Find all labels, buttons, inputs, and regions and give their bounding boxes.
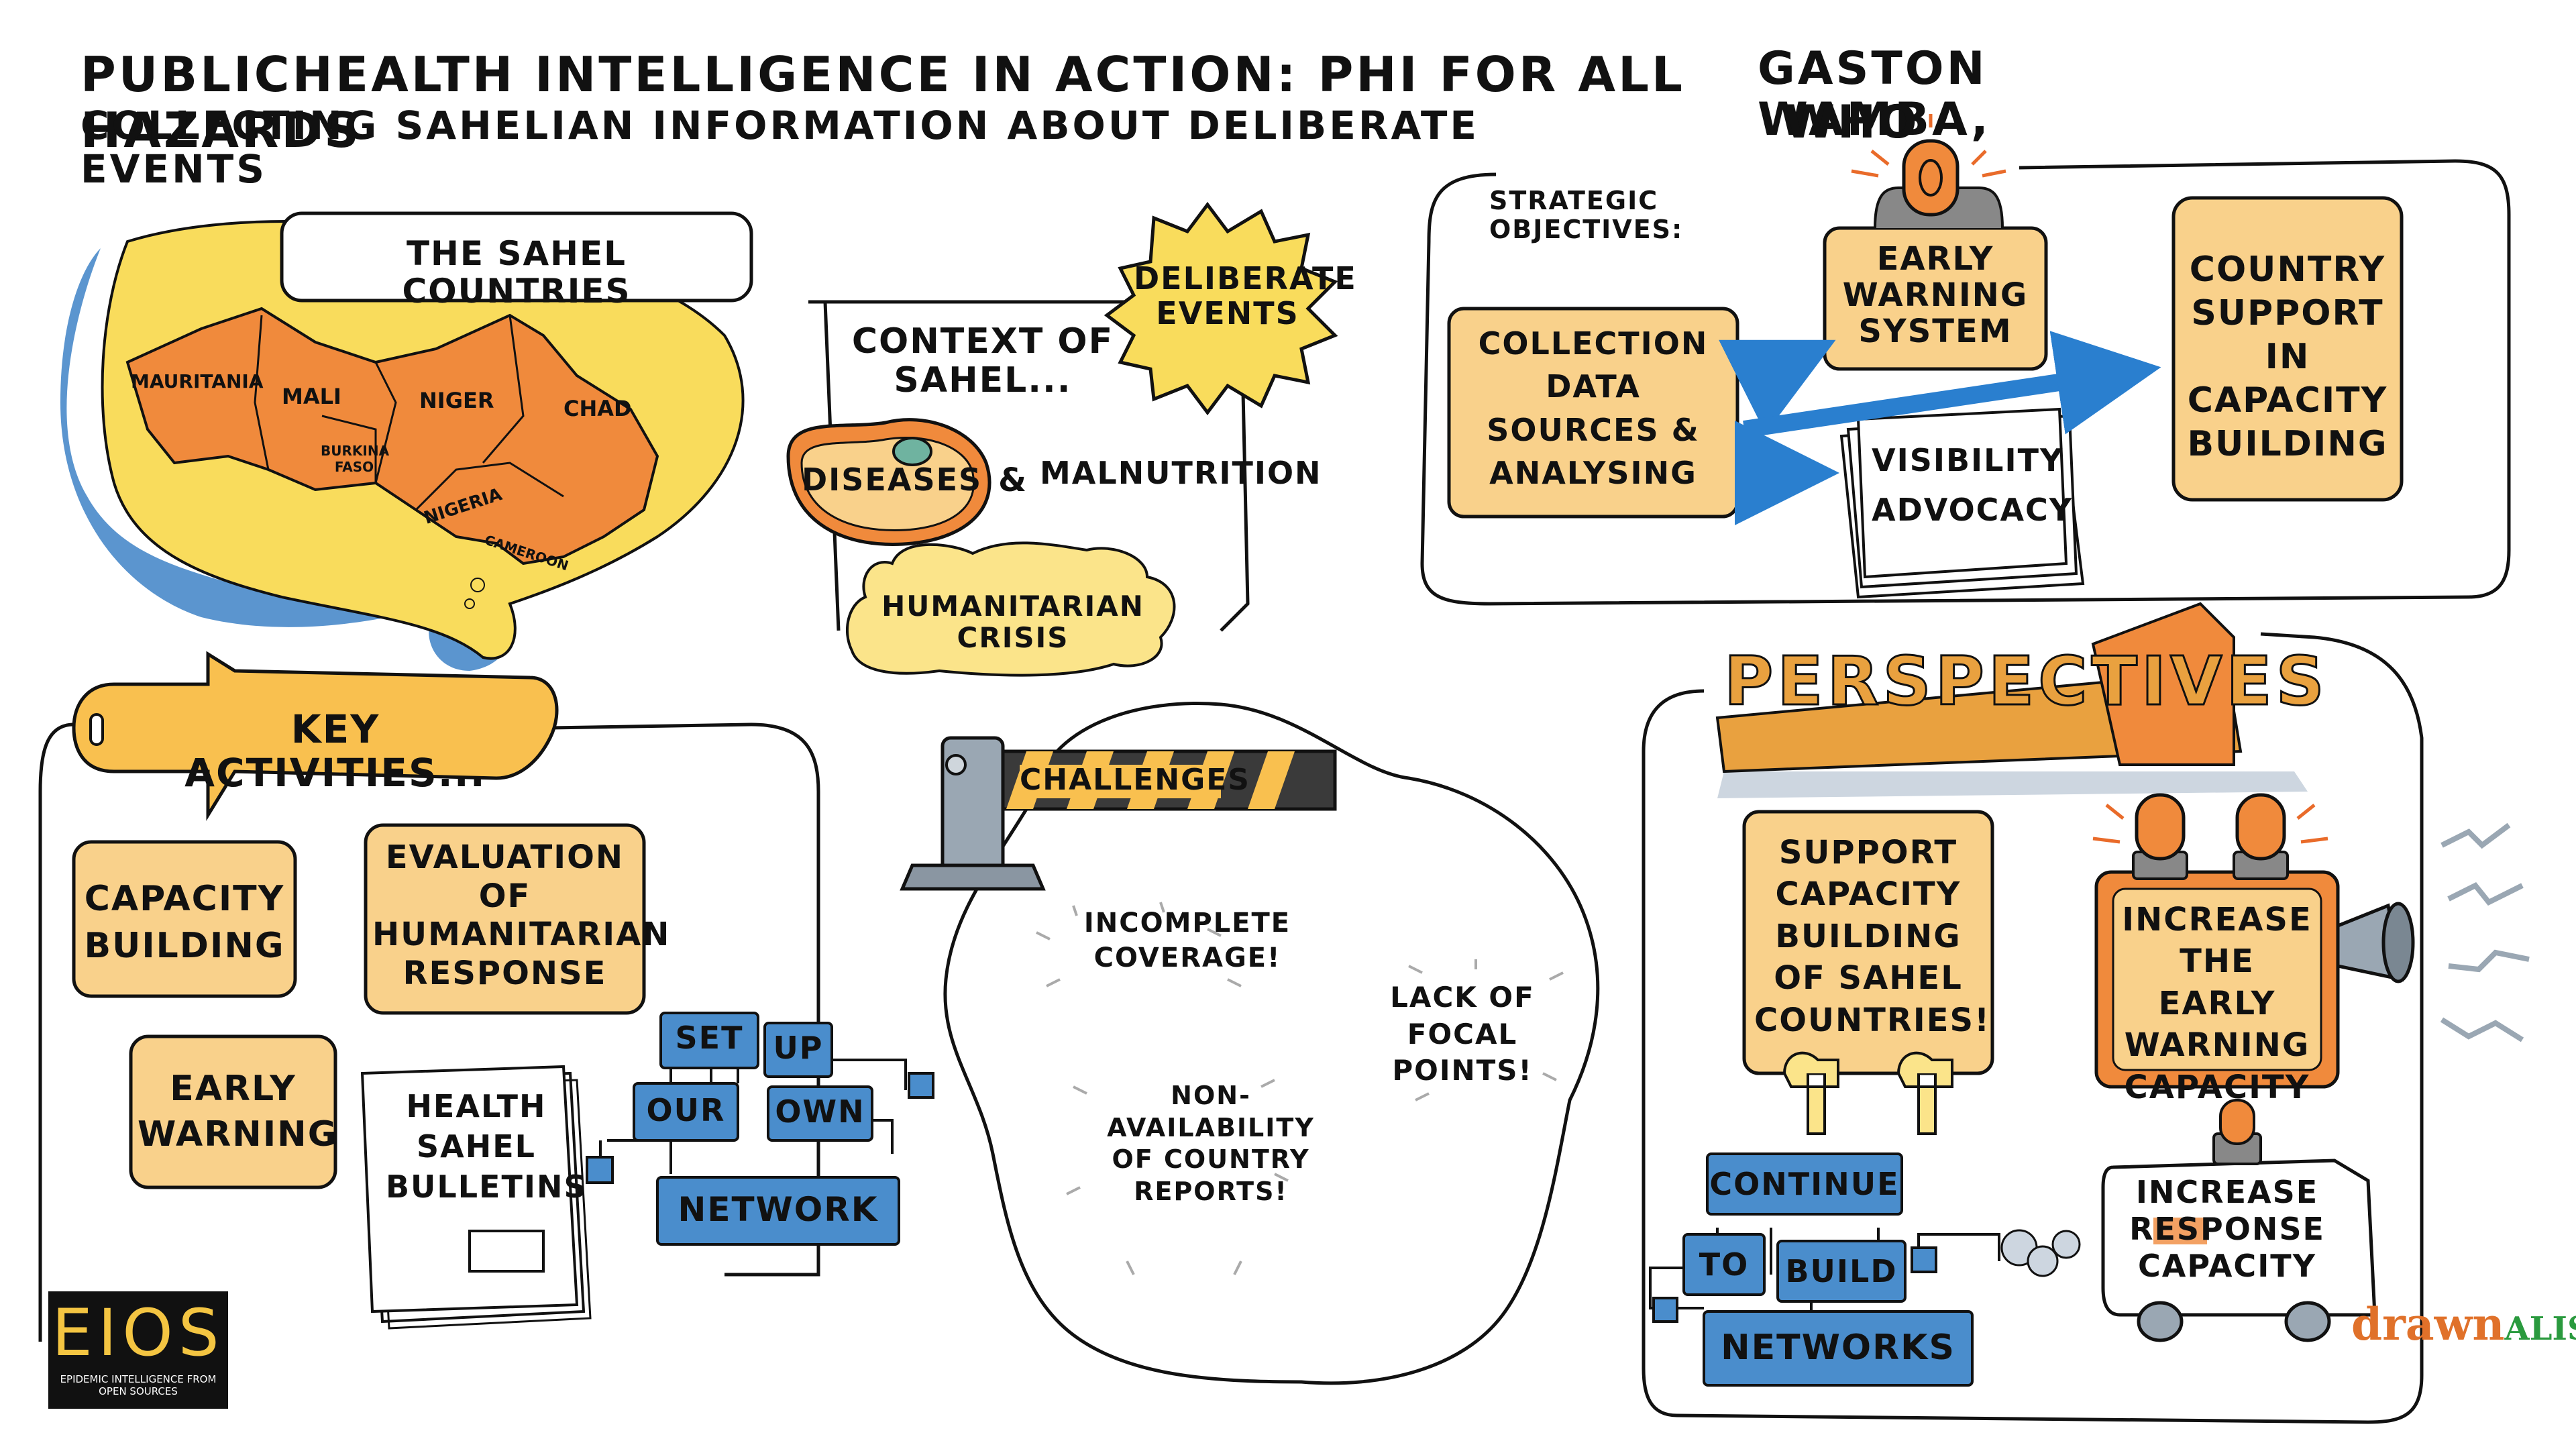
malnutrition-label: MALNUTRITION (1040, 455, 1322, 491)
context-label: CONTEXT OF SAHEL... (851, 321, 1114, 401)
sahel-map (60, 211, 753, 671)
net-up-box (763, 1022, 833, 1078)
map-label-mali: MALI (282, 384, 341, 409)
support-box (1742, 810, 1994, 1075)
net-set-label: SET (675, 1020, 744, 1056)
net-continue-label: CONTINUE (1709, 1166, 1900, 1202)
map-label-mauritania: MAURITANIA (131, 370, 264, 392)
net-networks-box (1703, 1310, 1974, 1387)
net-to-label: TO (1699, 1246, 1750, 1283)
challenges-area (900, 702, 1600, 1385)
drawnalism-logo: drawnALISM (2351, 1298, 2576, 1350)
collection-label: COLLECTION DATA SOURCES & ANALYSING (1478, 325, 1709, 492)
key-tag-shape (72, 651, 559, 821)
ocean-shape (60, 248, 510, 671)
country-support-label: COUNTRY SUPPORT IN CAPACITY BUILDING (2187, 250, 2388, 464)
sahel-label-box (280, 211, 753, 303)
early-warning-activity-box (129, 1034, 337, 1189)
title: PUBLICHEALTH INTELLIGENCE IN ACTION: PHI… (80, 46, 1685, 158)
early-warning-activity-label: EARLY WARNING (138, 1069, 338, 1155)
sahel-label: THE SAHEL COUNTRIES (402, 234, 631, 311)
deliberate-burst (1104, 201, 1338, 416)
strategic-label: STRATEGIC OBJECTIVES: (1489, 186, 1684, 244)
bulletins-label: HEALTH SAHEL BULLETINS (386, 1088, 588, 1205)
map-label-chad: CHAD (564, 396, 632, 421)
net-own-label: OWN (775, 1093, 865, 1130)
evaluation-box (364, 823, 646, 1015)
evaluation-label: EVALUATION OF HUMANITARIAN RESPONSE (372, 839, 671, 992)
net-networks-label: NETWORKS (1721, 1328, 1955, 1368)
author-org: WHO (1784, 96, 1920, 149)
net-network-box (656, 1176, 900, 1246)
net-our-box (633, 1082, 739, 1142)
capacity-box (72, 840, 297, 998)
country-support-box (2171, 196, 2404, 502)
eios-logo: EIOS EPIDEMIC INTELLIGENCE FROM OPEN SOU… (48, 1291, 228, 1409)
deliberate-events-label: DELIBERATE EVENTS (1134, 260, 1357, 331)
challenge-lack-focal-points: LACK OF FOCAL POINTS! (1390, 981, 1535, 1087)
net-continue-box (1706, 1152, 1903, 1216)
challenge-incomplete-coverage: INCOMPLETE COVERAGE! (1083, 908, 1291, 973)
eios-logo-letters: EIOS (52, 1295, 225, 1371)
crowd-shape (846, 541, 1176, 677)
perspective-network (1649, 1152, 2000, 1387)
capacity-building-label: CAPACITY BUILDING (84, 879, 285, 967)
perspectives-label: PERSPECTIVES (1723, 642, 2328, 720)
ambulance (2000, 1099, 2377, 1342)
visibility-paper (1839, 407, 2085, 599)
perspectives-title-shape (1715, 602, 2243, 773)
megaphone (2336, 822, 2530, 1042)
net-build-box (1776, 1240, 1907, 1303)
subtitle: COLLECTING SAHELIAN INFORMATION ABOUT DE… (80, 103, 1480, 192)
drawnalism-logo-alism: ALISM (2504, 1310, 2576, 1348)
challenges-cloud (943, 702, 1600, 1385)
map-label-niger: NIGER (419, 388, 494, 413)
strategic-area (1420, 114, 2511, 606)
net-our-label: OUR (646, 1092, 726, 1128)
net-set-box (659, 1012, 759, 1069)
strategic-arrows (1719, 331, 2161, 525)
humanitarian-crisis-label: HUMANITARIAN CRISIS (881, 590, 1144, 655)
key-activities-label: KEY ACTIVITIES... (184, 706, 486, 796)
drawnalism-logo-drawn: drawn (2351, 1298, 2505, 1350)
net-up-label: UP (773, 1030, 824, 1066)
increase-response-label: INCREASE RESPONSE CAPACITY (2129, 1174, 2325, 1285)
increase-ew-label: INCREASE THE EARLY WARNING CAPACITY (2122, 901, 2312, 1106)
support-capacity-label: SUPPORT CAPACITY BUILDING OF SAHEL COUNT… (1754, 834, 1990, 1039)
key-activities-area (38, 651, 934, 1342)
context-area (786, 201, 1338, 677)
challenge-non-availability: NON-AVAILABILITY OF COUNTRY REPORTS! (1107, 1081, 1315, 1206)
net-network-label: NETWORK (678, 1190, 879, 1229)
eios-logo-tagline: EPIDEMIC INTELLIGENCE FROM OPEN SOURCES (60, 1373, 217, 1397)
challenges-label: CHALLENGES (1020, 763, 1250, 797)
net-own-box (767, 1085, 873, 1142)
diseases-label: DISEASES (802, 462, 983, 498)
net-to-box (1682, 1233, 1766, 1296)
and-label: & (998, 462, 1028, 499)
map-label-burkina-faso: BURKINA FASO (321, 443, 390, 475)
early-warning-system-label: EARLY WARNING SYSTEM (1842, 240, 2029, 350)
author-name: GASTON WAMBA, (1758, 42, 1991, 147)
perspectives-area (1642, 602, 2530, 1424)
net-build-label: BUILD (1785, 1253, 1898, 1289)
visibility-advocacy-label: VISIBILITY ADVOCACY (1872, 442, 2074, 528)
bulletin-paper (360, 1065, 592, 1330)
